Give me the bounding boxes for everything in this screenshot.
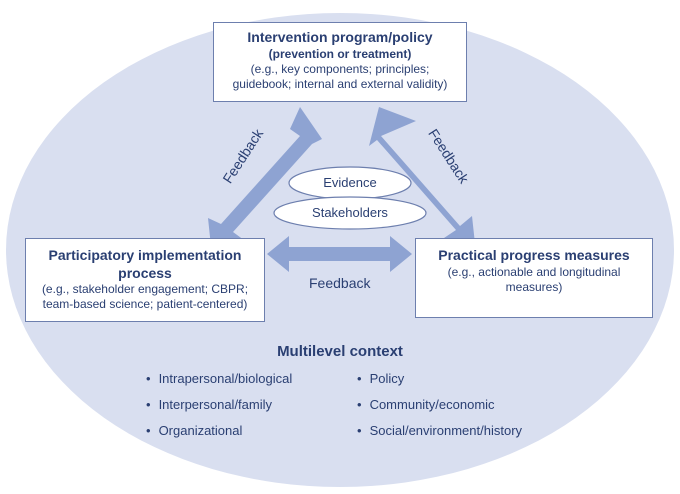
measures-title: Practical progress measures xyxy=(438,247,630,263)
feedback-arrow-right xyxy=(369,107,476,253)
intervention-subtitle: (prevention or treatment) xyxy=(268,46,412,61)
implementation-title-line1: Participatory implementation xyxy=(48,247,242,263)
implementation-title-line2: process xyxy=(118,264,172,281)
implementation-desc-line1: (e.g., stakeholder engagement; CBPR; xyxy=(41,282,249,296)
stakeholders-oval xyxy=(273,196,427,230)
feedback-arrow-middle xyxy=(267,236,412,272)
context-list-right: Policy Community/economic Social/environ… xyxy=(357,370,522,448)
context-title: Multilevel context xyxy=(277,343,403,360)
intervention-desc-line2: guidebook; internal and external validit… xyxy=(232,76,448,91)
context-item: Policy xyxy=(357,370,522,396)
intervention-box: Intervention program/policy (prevention … xyxy=(213,22,467,102)
intervention-desc-line1: (e.g., key components; principles; xyxy=(250,61,430,76)
intervention-title: Intervention program/policy xyxy=(247,29,433,45)
context-item: Social/environment/history xyxy=(357,422,522,448)
stakeholders-label: Stakeholders xyxy=(312,205,388,220)
measures-desc-line1: (e.g., actionable and longitudinal xyxy=(447,264,621,279)
context-item: Interpersonal/family xyxy=(146,396,292,422)
feedback-arrow-left xyxy=(208,107,322,256)
feedback-label-middle: Feedback xyxy=(309,275,371,291)
implementation-box: Participatory implementation process (e.… xyxy=(25,238,265,322)
measures-box: Practical progress measures (e.g., actio… xyxy=(415,238,653,318)
evidence-label: Evidence xyxy=(323,175,377,190)
context-list-left: Intrapersonal/biological Interpersonal/f… xyxy=(146,370,293,448)
context-item: Community/economic xyxy=(357,396,522,422)
context-item: Organizational xyxy=(146,422,292,448)
measures-desc-line2: measures) xyxy=(505,279,563,294)
context-item: Intrapersonal/biological xyxy=(146,370,293,396)
implementation-desc-line2: team-based science; patient-centered) xyxy=(42,297,248,311)
